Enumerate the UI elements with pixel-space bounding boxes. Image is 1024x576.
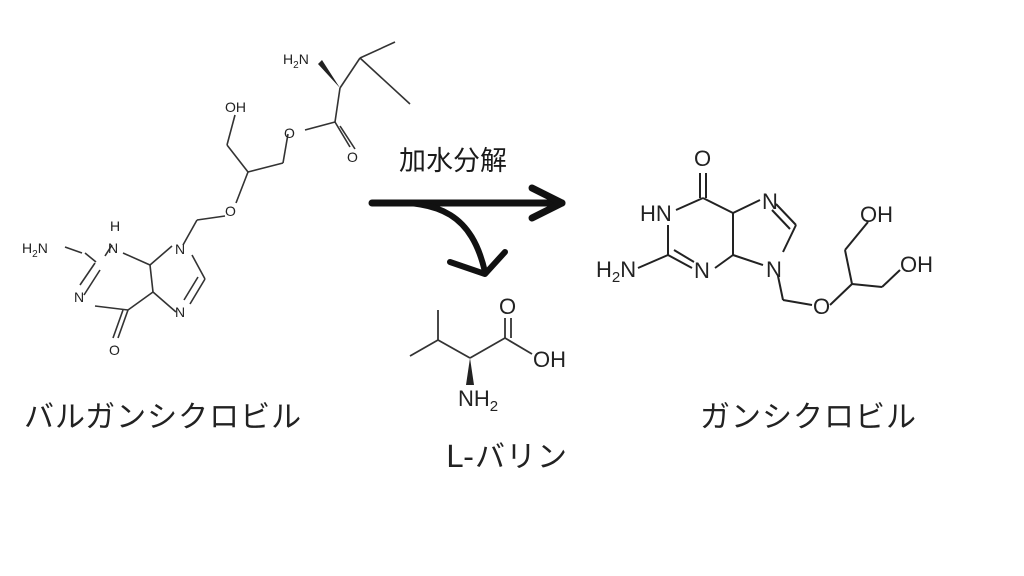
- ganciclovir-atom-N9: N: [766, 257, 782, 282]
- byproduct-arrow: [379, 199, 508, 277]
- atom-N9: N: [175, 241, 185, 257]
- valine-atom-O: O: [499, 294, 516, 319]
- atom-OH: OH: [225, 99, 246, 115]
- atom-ester-O: O: [284, 125, 295, 141]
- atom-N3: N: [74, 289, 84, 305]
- valine-atom-OH: OH: [533, 347, 566, 372]
- ganciclovir-atom-H2N: H2N: [596, 257, 636, 286]
- valine-structure: [409, 310, 533, 359]
- atom-carbonyl-O: O: [347, 149, 358, 165]
- ganciclovir-atom-O: O: [694, 146, 711, 171]
- atom-ether-O: O: [225, 203, 236, 219]
- valganciclovir-caption: バルガンシクロビル: [24, 400, 303, 435]
- valganciclovir-structure: [64, 41, 411, 339]
- atom-H: H: [110, 218, 120, 234]
- ganciclovir-atom-N7: N: [762, 189, 778, 214]
- ganciclovir-caption: ガンシクロビル: [700, 400, 917, 435]
- ganciclovir-atom-OH-top: OH: [860, 202, 893, 227]
- atom-H2N-valine: H2N: [283, 51, 309, 71]
- ganciclovir-structure: [637, 173, 901, 306]
- valine-atom-NH2: NH2: [458, 386, 498, 415]
- valine-caption: L-バリン: [446, 440, 569, 475]
- ganciclovir-atom-OH-right: OH: [900, 252, 933, 277]
- ganciclovir-atom-HN: HN: [640, 201, 672, 226]
- reaction-label: 加水分解: [399, 146, 507, 177]
- atom-carbonyl-O-ring: O: [109, 342, 120, 358]
- ganciclovir-atom-ether-O: O: [813, 294, 830, 319]
- atom-H2N-ring: H2N: [22, 240, 48, 260]
- ganciclovir-atom-N3: N: [694, 258, 710, 283]
- wedge-bond-valine: [466, 358, 474, 385]
- atom-N7: N: [175, 304, 185, 320]
- atom-N1: N: [108, 240, 118, 256]
- wedge-bond: [318, 60, 340, 88]
